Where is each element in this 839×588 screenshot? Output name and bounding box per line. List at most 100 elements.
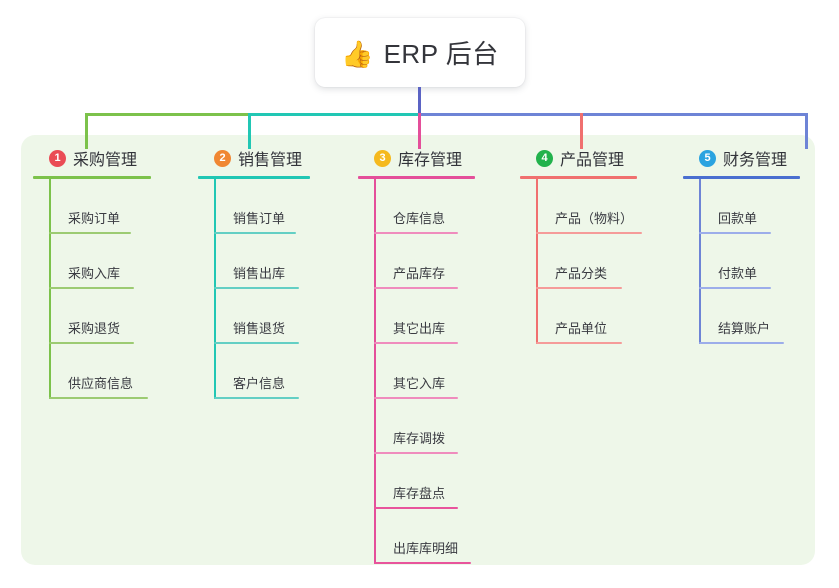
leaf-label: 付款单 — [718, 266, 758, 281]
bus-segment-green — [85, 113, 250, 116]
leaf-rule — [374, 397, 458, 399]
leaf-label: 仓库信息 — [393, 211, 446, 226]
root-node[interactable]: 👍 ERP 后台 — [315, 18, 525, 87]
branch-column-1: 1 采购管理 采购订单 采购入库 采购退货 供应商信息 — [33, 146, 151, 399]
leaf-label: 其它入库 — [393, 376, 446, 391]
leaf-item[interactable]: 付款单 — [699, 234, 800, 289]
leaf-item[interactable]: 回款单 — [699, 179, 800, 234]
leaf-item[interactable]: 出库库明细 — [374, 509, 475, 564]
thumbs-up-icon: 👍 — [341, 38, 374, 69]
branch-body-3: 仓库信息 产品库存 其它出库 其它入库 库存调拨 库存盘点 — [374, 179, 475, 564]
root-stem-connector — [418, 87, 421, 115]
leaf-rule — [699, 287, 771, 289]
leaf-label: 产品库存 — [393, 266, 446, 281]
leaf-item[interactable]: 产品分类 — [536, 234, 637, 289]
drop-connector-2 — [248, 113, 251, 149]
leaf-rule — [699, 342, 784, 344]
leaf-rule — [214, 232, 296, 234]
branch-rule-1 — [33, 176, 151, 179]
leaf-item[interactable]: 结算账户 — [699, 289, 800, 344]
branch-body-1: 采购订单 采购入库 采购退货 供应商信息 — [49, 179, 151, 399]
leaf-item[interactable]: 其它出库 — [374, 289, 475, 344]
drop-connector-3 — [418, 113, 421, 149]
branch-spine-1 — [49, 179, 51, 399]
leaf-item[interactable]: 销售出库 — [214, 234, 310, 289]
leaf-rule — [49, 397, 148, 399]
leaf-label: 产品分类 — [555, 266, 608, 281]
leaf-item[interactable]: 供应商信息 — [49, 344, 151, 399]
leaf-label: 销售退货 — [233, 321, 286, 336]
leaf-label: 产品单位 — [555, 321, 608, 336]
branch-title-2: 销售管理 — [238, 152, 303, 169]
leaf-label: 销售订单 — [233, 211, 286, 226]
branch-spine-3 — [374, 179, 376, 564]
branch-spine-5 — [699, 179, 701, 344]
leaf-rule — [374, 452, 458, 454]
leaf-label: 库存盘点 — [393, 486, 446, 501]
leaf-item[interactable]: 客户信息 — [214, 344, 310, 399]
branch-badge-2: 2 — [214, 149, 231, 167]
leaf-label: 产品（物料） — [555, 211, 634, 226]
leaf-rule — [699, 232, 771, 234]
leaf-label: 采购退货 — [68, 321, 121, 336]
branch-body-2: 销售订单 销售出库 销售退货 客户信息 — [214, 179, 310, 399]
drop-connector-5 — [805, 113, 808, 149]
branch-body-5: 回款单 付款单 结算账户 — [699, 179, 800, 344]
leaf-rule — [49, 287, 134, 289]
bus-segment-blue — [418, 113, 808, 116]
branch-title-4: 产品管理 — [560, 152, 625, 169]
leaf-item[interactable]: 销售退货 — [214, 289, 310, 344]
branch-column-3: 3 库存管理 仓库信息 产品库存 其它出库 其它入库 库存调拨 — [358, 146, 475, 564]
branch-header-4[interactable]: 4 产品管理 — [520, 146, 637, 170]
branch-rule-5 — [683, 176, 800, 179]
leaf-item[interactable]: 产品库存 — [374, 234, 475, 289]
leaf-rule — [214, 287, 299, 289]
leaf-label: 回款单 — [718, 211, 758, 226]
leaf-rule — [374, 232, 458, 234]
leaf-item[interactable]: 库存盘点 — [374, 454, 475, 509]
drop-connector-4 — [580, 113, 583, 149]
leaf-label: 其它出库 — [393, 321, 446, 336]
leaf-label: 出库库明细 — [393, 541, 459, 556]
leaf-label: 销售出库 — [233, 266, 286, 281]
leaf-label: 供应商信息 — [68, 376, 134, 391]
branch-title-5: 财务管理 — [723, 152, 788, 169]
leaf-item[interactable]: 仓库信息 — [374, 179, 475, 234]
branch-badge-4: 4 — [536, 149, 553, 167]
leaf-item[interactable]: 产品（物料） — [536, 179, 642, 234]
leaf-item[interactable]: 采购订单 — [49, 179, 151, 234]
leaf-label: 客户信息 — [233, 376, 286, 391]
leaf-rule — [536, 287, 622, 289]
branch-header-5[interactable]: 5 财务管理 — [683, 146, 800, 170]
branch-header-1[interactable]: 1 采购管理 — [33, 146, 151, 170]
leaf-item[interactable]: 销售订单 — [214, 179, 310, 234]
leaf-item[interactable]: 库存调拨 — [374, 399, 475, 454]
branch-spine-2 — [214, 179, 216, 399]
branch-spine-4 — [536, 179, 538, 344]
branch-header-2[interactable]: 2 销售管理 — [198, 146, 310, 170]
leaf-rule — [374, 342, 458, 344]
branch-rule-4 — [520, 176, 637, 179]
leaf-item[interactable]: 其它入库 — [374, 344, 475, 399]
leaf-label: 采购入库 — [68, 266, 121, 281]
leaf-rule — [214, 342, 299, 344]
leaf-rule — [214, 397, 299, 399]
leaf-rule — [536, 342, 622, 344]
branch-badge-1: 1 — [49, 149, 66, 167]
branch-column-4: 4 产品管理 产品（物料） 产品分类 产品单位 — [520, 146, 642, 344]
leaf-item[interactable]: 产品单位 — [536, 289, 637, 344]
branch-column-2: 2 销售管理 销售订单 销售出库 销售退货 客户信息 — [198, 146, 310, 399]
leaf-item[interactable]: 采购退货 — [49, 289, 151, 344]
branch-rule-2 — [198, 176, 310, 179]
branch-badge-5: 5 — [699, 149, 716, 167]
leaf-rule — [374, 507, 458, 509]
branch-badge-3: 3 — [374, 149, 391, 167]
branch-header-3[interactable]: 3 库存管理 — [358, 146, 475, 170]
leaf-label: 结算账户 — [718, 321, 771, 336]
branch-title-3: 库存管理 — [398, 152, 463, 169]
leaf-rule — [374, 562, 471, 564]
branch-rule-3 — [358, 176, 475, 179]
leaf-rule — [374, 287, 458, 289]
leaf-item[interactable]: 采购入库 — [49, 234, 151, 289]
